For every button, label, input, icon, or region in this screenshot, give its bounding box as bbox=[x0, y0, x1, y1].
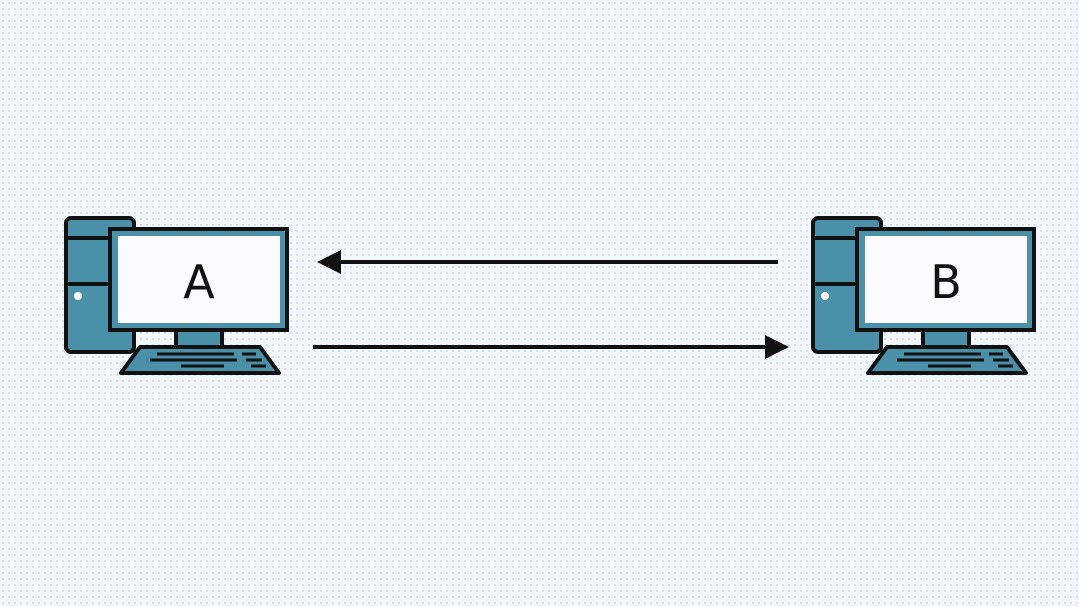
computer-a-label: A bbox=[183, 255, 215, 309]
desktop-computer-icon bbox=[811, 216, 1036, 375]
computer-b: B bbox=[811, 216, 1036, 375]
computer-b-label: B bbox=[930, 255, 962, 309]
computer-a: A bbox=[64, 216, 289, 375]
desktop-computer-icon bbox=[64, 216, 289, 375]
